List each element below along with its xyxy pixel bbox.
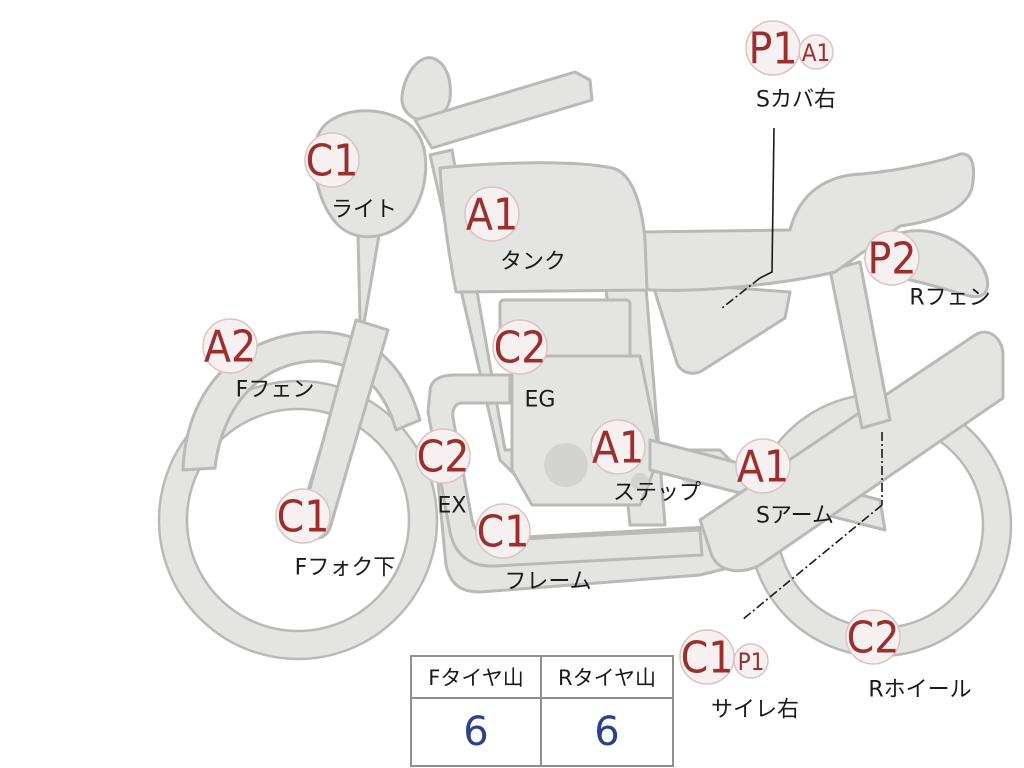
light-grade-badge [304,132,360,188]
tank-annotation: A1 タンク [464,186,566,275]
side-cover-leader [759,127,775,279]
front-fork-label: Fフォク下 [295,556,396,581]
rear-wheel-grade: C2 [847,613,900,664]
step-grade: A1 [592,423,644,474]
engine-label: EG [525,388,556,413]
light-grade: C1 [306,136,359,187]
side-cover-right-sub-grade: A1 [802,39,831,67]
muffler-right-grade: C1 [681,633,734,684]
front-fender-label: Fフェン [236,378,315,403]
muffler-right-sub-grade: P1 [738,648,765,676]
tank-grade-badge [464,186,520,242]
rear-shock-shape [828,260,892,430]
front-tread-header: Fタイヤ山 [412,657,542,699]
handlebar-shape [413,70,594,150]
exhaust-grade-badge [415,428,471,484]
frame-grade: C1 [477,507,530,558]
exhaust-grade: C2 [417,432,470,483]
frame-grade-badge [475,503,531,559]
rear-tread-header: Rタイヤ山 [542,657,672,699]
seat-shape [634,152,975,292]
swing-arm-grade: A1 [737,442,789,493]
rear-wheel-grade-badge [845,609,901,665]
muffler-leader-diagonal [741,504,883,621]
muffler-right-label: サイレ右 [711,698,799,723]
exhaust-label: EX [438,494,467,519]
step-annotation: A1 ステップ [590,419,701,506]
frame-annotation: C1 フレーム [475,503,592,595]
tank-grade: A1 [466,190,518,241]
light-annotation: C1 ライト [304,132,397,223]
side-cover-right-sub-grade-badge [798,34,834,70]
engine-grade-badge [492,319,548,375]
side-cover-leader-dash [721,277,761,309]
mirror-shape [400,56,452,122]
swing-arm-label: Sアーム [756,504,834,529]
step-label: ステップ [613,481,701,506]
front-fender-grade-badge [202,318,258,374]
swing-arm-grade-badge [735,438,791,494]
exhaust-shape [426,373,704,568]
rear-fender-label: Rフェン [909,286,990,311]
front-fender-grade: A2 [204,322,256,373]
tire-tread-table: Fタイヤ山 Rタイヤ山 6 6 [410,655,674,767]
tank-label: タンク [500,250,566,275]
front-fork-grade-badge [275,488,331,544]
engine-grade: C2 [494,323,547,374]
light-label: ライト [331,198,397,223]
frame-label: フレーム [504,570,591,595]
rear-wheel-label: Rホイール [868,678,971,703]
front-tread-value: 6 [412,699,542,765]
side-cover-right-label: Sカバ右 [756,88,836,113]
muffler-shape [698,330,1005,573]
side-cover-shape [650,280,792,375]
step-grade-badge [590,419,646,475]
rear-tread-value: 6 [594,709,620,755]
rear-fender-grade: P2 [867,234,916,285]
side-cover-right-grade: P1 [748,24,797,75]
muffler-right-sub-grade-badge [733,643,769,679]
front-wheel-shape [157,379,439,661]
rear-fender-grade-badge [864,230,920,286]
front-fork-grade: C1 [277,492,330,543]
